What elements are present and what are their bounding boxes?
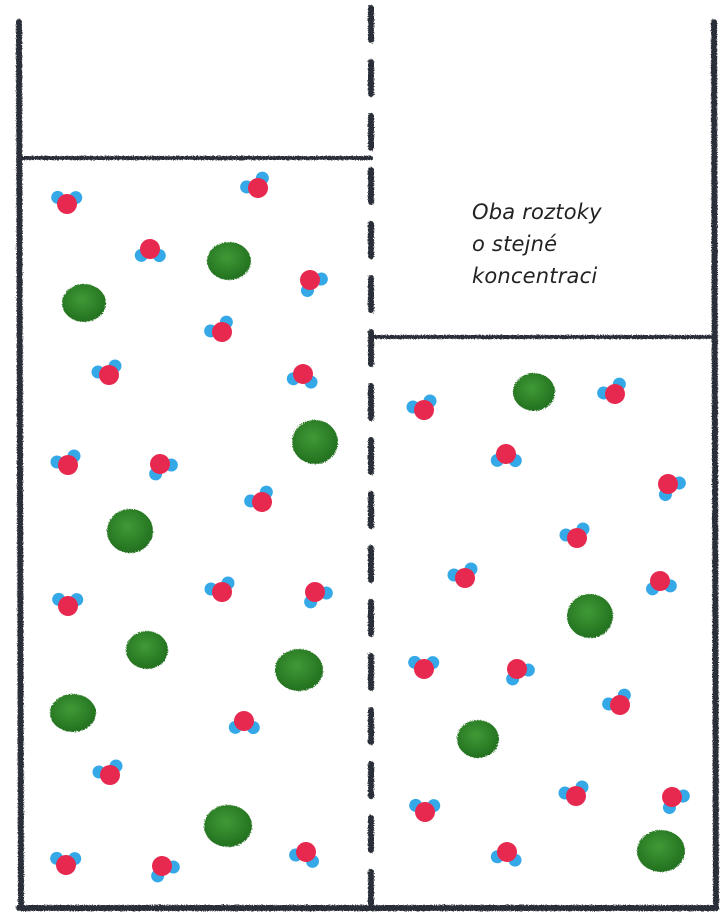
water-molecule <box>662 787 690 815</box>
water-molecule <box>91 359 122 385</box>
water-molecule <box>506 659 535 686</box>
water-molecule <box>602 688 631 715</box>
solute-particle <box>567 594 613 638</box>
water-molecule <box>92 759 123 785</box>
oxygen-atom <box>99 365 119 385</box>
oxygen-atom <box>212 582 232 602</box>
oxygen-atom <box>567 528 587 548</box>
solute-particle <box>62 284 106 322</box>
oxygen-atom <box>496 444 516 464</box>
oxygen-atom <box>650 571 670 591</box>
water-molecule <box>134 239 166 263</box>
water-molecule <box>300 270 328 298</box>
water-molecule <box>658 474 686 502</box>
water-molecule <box>447 562 478 588</box>
left-compartment <box>50 171 338 883</box>
caption-line-3: koncentraci <box>472 264 598 288</box>
oxygen-atom <box>56 855 76 875</box>
water-molecule <box>490 444 522 468</box>
right-wall <box>711 19 719 911</box>
water-molecule <box>52 592 84 616</box>
water-molecule <box>559 522 590 548</box>
water-molecule <box>490 842 522 867</box>
water-molecule <box>204 315 233 342</box>
oxygen-atom <box>57 194 77 214</box>
oxygen-atom <box>212 322 232 342</box>
caption-line-1: Oba roztoky <box>472 200 602 224</box>
water-molecule <box>204 576 235 602</box>
caption: Oba roztoky o stejné koncentraci <box>472 196 692 292</box>
oxygen-atom <box>415 802 435 822</box>
oxygen-atom <box>414 400 434 420</box>
oxygen-atom <box>58 455 78 475</box>
oxygen-atom <box>100 765 120 785</box>
oxygen-atom <box>58 596 78 616</box>
oxygen-atom <box>248 178 268 198</box>
water-molecule <box>558 780 589 806</box>
water-molecule <box>289 842 319 868</box>
oxygen-atom <box>507 659 527 679</box>
water-molecule <box>286 364 318 389</box>
oxygen-atom <box>140 239 160 259</box>
water-molecule <box>406 394 437 420</box>
water-molecule <box>50 851 82 875</box>
oxygen-atom <box>414 659 434 679</box>
water-molecule <box>408 655 440 679</box>
oxygen-atom <box>234 711 254 731</box>
solute-particle <box>457 720 499 758</box>
oxygen-atom <box>293 364 313 384</box>
water-molecule <box>646 571 677 596</box>
solute-particle <box>204 805 252 847</box>
oxygen-atom <box>455 568 475 588</box>
solute-particle <box>126 631 168 669</box>
solute-particle <box>292 420 338 464</box>
oxygen-atom <box>610 695 630 715</box>
oxygen-atom <box>252 492 272 512</box>
oxygen-atom <box>566 786 586 806</box>
oxygen-atom <box>296 842 316 862</box>
oxygen-atom <box>662 787 682 807</box>
oxygen-atom <box>658 474 678 494</box>
solute-particle <box>107 509 153 553</box>
oxygen-atom <box>150 454 170 474</box>
caption-line-2: o stejné <box>472 232 558 256</box>
solute-particle <box>50 694 96 732</box>
water-molecule <box>244 485 273 512</box>
container <box>16 5 719 911</box>
right-compartment <box>406 373 690 872</box>
solute-particle <box>207 242 251 280</box>
water-molecule <box>409 798 441 822</box>
oxygen-atom <box>305 582 325 602</box>
solute-particle <box>637 830 685 872</box>
water-molecule <box>597 377 626 404</box>
oxygen-atom <box>300 270 320 290</box>
oxygen-atom <box>497 842 517 862</box>
water-molecule <box>149 454 178 481</box>
water-molecule <box>304 582 333 609</box>
water-molecule <box>151 856 180 883</box>
solute-particle <box>275 649 323 691</box>
water-molecule <box>50 449 81 475</box>
water-molecule <box>240 171 269 198</box>
water-molecule <box>228 711 260 735</box>
solute-particle <box>513 373 555 411</box>
oxygen-atom <box>152 856 172 876</box>
left-wall <box>16 19 24 911</box>
water-molecule <box>51 190 83 214</box>
oxygen-atom <box>605 384 625 404</box>
